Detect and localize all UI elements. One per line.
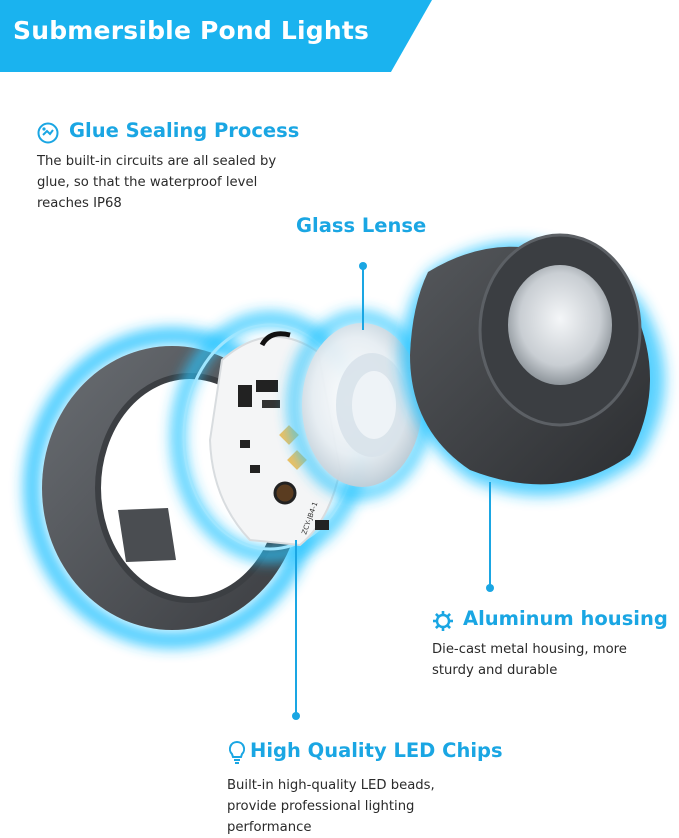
banner-title: Submersible Pond Lights <box>13 16 370 45</box>
glue-sealing-description: The built-in circuits are all sealed by … <box>37 154 277 211</box>
seal-icon <box>37 122 59 144</box>
pcb-assembly: ZCY-JB4-1 <box>171 312 369 562</box>
gear-icon <box>433 611 453 631</box>
callout-lines <box>292 262 494 720</box>
aluminum-housing <box>400 233 665 496</box>
title-banner <box>0 0 432 72</box>
aluminum-housing-title: Aluminum housing <box>463 607 668 630</box>
glass-lens <box>288 311 432 499</box>
pond-light-exploded-illustration: ZCY-JB4-1 <box>24 233 665 720</box>
aluminum-housing-description: Die-cast metal housing, more sturdy and … <box>432 642 627 678</box>
lightbulb-icon <box>228 740 246 764</box>
led-chips-description: Built-in high-quality LED beads, provide… <box>227 778 435 835</box>
glue-sealing-title: Glue Sealing Process <box>69 119 300 142</box>
led-chips-title: High Quality LED Chips <box>250 739 503 762</box>
glass-lens-title: Glass Lense <box>296 214 427 237</box>
